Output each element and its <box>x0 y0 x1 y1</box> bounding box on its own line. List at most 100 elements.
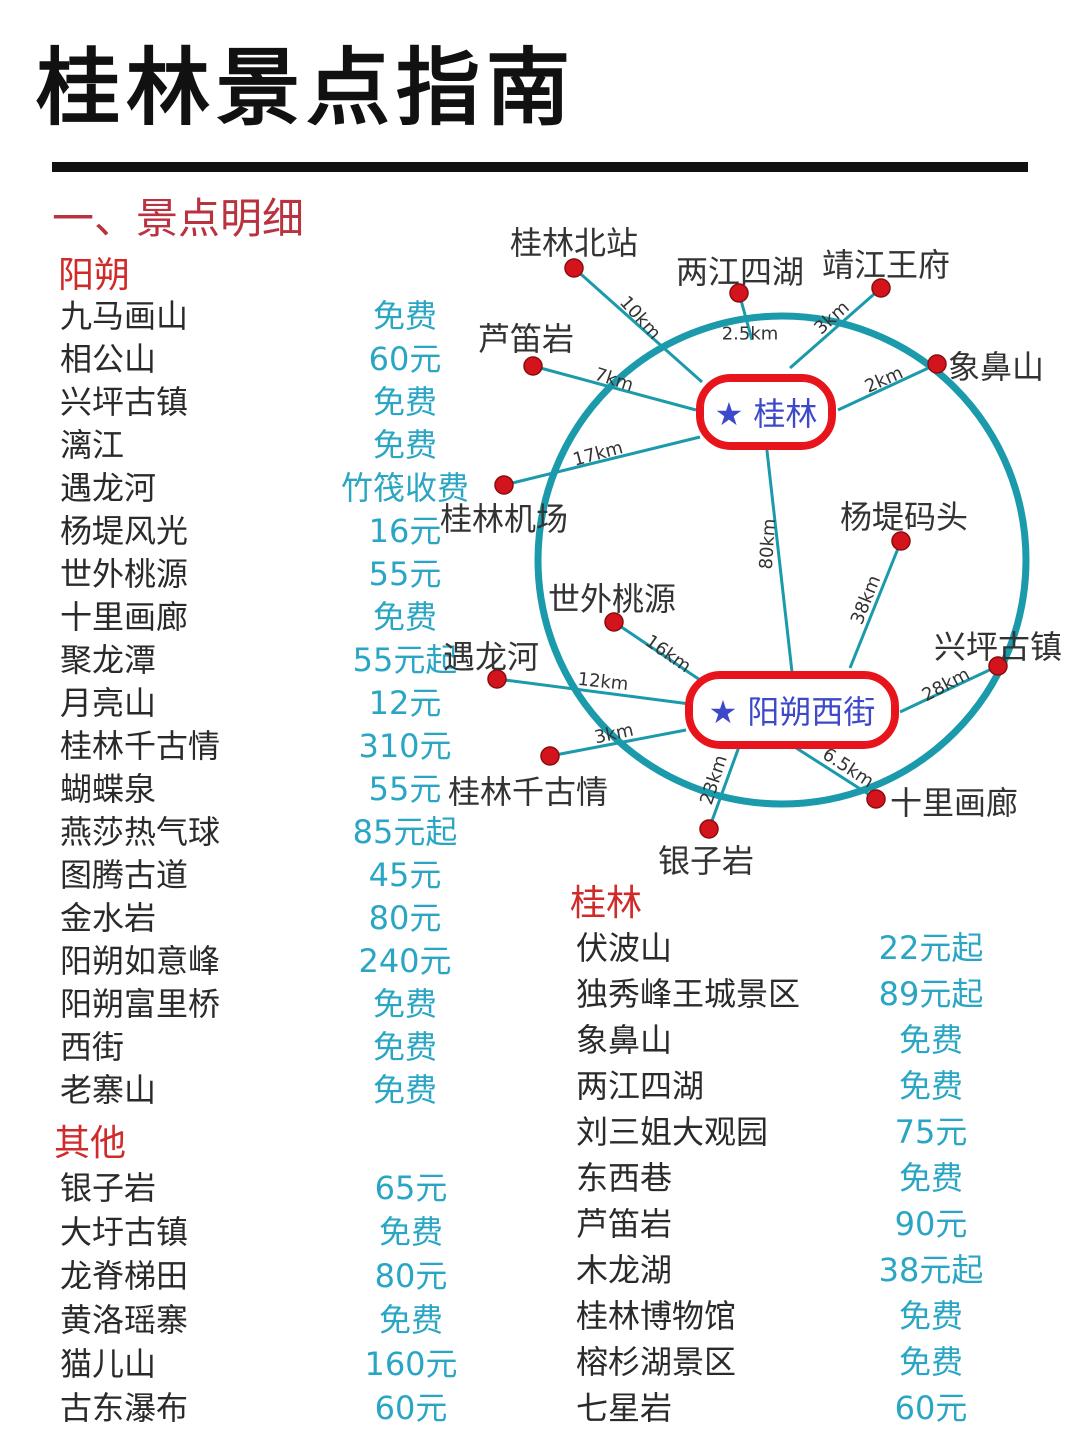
attraction-name: 世外桃源 <box>60 555 189 593</box>
route-edge <box>532 364 697 412</box>
attraction-name: 杨堤风光 <box>60 512 189 550</box>
attraction-price: 免费 <box>378 1301 443 1339</box>
section-title: 一、景点明细 <box>52 194 305 243</box>
route-edge <box>573 266 703 384</box>
attraction-name: 猫儿山 <box>60 1345 157 1383</box>
location-pin-icon <box>729 283 749 303</box>
attraction-price: 65元 <box>374 1169 448 1207</box>
attraction-price: 免费 <box>372 1028 437 1066</box>
route-edge <box>837 362 938 412</box>
distance-label: 17km <box>571 437 626 470</box>
attraction-name: 月亮山 <box>60 684 157 722</box>
attraction-price: 竹筏收费 <box>340 469 469 507</box>
attraction-name: 七星岩 <box>576 1389 673 1427</box>
attraction-name: 图腾古道 <box>60 856 189 894</box>
place-label: 银子岩 <box>658 842 754 880</box>
attraction-price: 80元 <box>374 1257 448 1295</box>
attraction-name: 遇龙河 <box>60 469 157 507</box>
route-edge <box>549 728 687 758</box>
hub-yangshuo-west-street-inner-outline <box>691 677 893 743</box>
attraction-name: 九马画山 <box>60 297 189 335</box>
route-edge <box>707 743 742 830</box>
attraction-name: 龙脊梯田 <box>60 1257 189 1295</box>
attraction-name: 蝴蝶泉 <box>60 770 157 808</box>
location-pin-icon <box>927 354 947 374</box>
attraction-price: 60元 <box>894 1389 968 1427</box>
hub-guilin-outline <box>696 374 836 450</box>
place-label: 芦笛岩 <box>478 320 574 358</box>
distance-label: 10km <box>615 292 665 344</box>
distance-label: 2.5km <box>722 324 779 345</box>
attraction-name: 东西巷 <box>576 1159 673 1197</box>
attraction-price: 89元起 <box>878 975 984 1013</box>
title-divider <box>52 162 1028 172</box>
route-edge <box>899 664 999 714</box>
attraction-name: 刘三姐大观园 <box>576 1113 769 1151</box>
attraction-price: 免费 <box>372 598 437 636</box>
group-heading-guilin: 桂林 <box>570 883 643 924</box>
attraction-name: 金水岩 <box>60 899 157 937</box>
location-pin-icon <box>604 612 624 632</box>
distance-label: 28km <box>919 664 974 706</box>
attraction-name: 古东瀑布 <box>60 1389 189 1427</box>
location-pin-icon <box>494 475 514 495</box>
place-label: 兴坪古镇 <box>934 628 1062 666</box>
attraction-price: 75元 <box>894 1113 968 1151</box>
location-pin-icon <box>988 656 1008 676</box>
attraction-name: 榕杉湖景区 <box>576 1343 737 1381</box>
attraction-price: 免费 <box>898 1159 963 1197</box>
attraction-name: 阳朔富里桥 <box>60 985 221 1023</box>
attraction-name: 黄洛瑶寨 <box>60 1301 189 1339</box>
location-pin-icon <box>871 278 891 298</box>
attraction-price: 45元 <box>368 856 442 894</box>
place-label: 十里画廊 <box>890 784 1018 822</box>
attraction-price: 85元起 <box>352 813 458 851</box>
place-label: 桂林北站 <box>510 224 638 262</box>
place-label: 桂林千古情 <box>448 773 608 811</box>
place-label: 靖江王府 <box>822 246 950 284</box>
attraction-name: 伏波山 <box>576 929 673 967</box>
location-pin-icon <box>699 819 719 839</box>
route-edge <box>789 286 882 370</box>
place-label: 两江四湖 <box>676 253 804 291</box>
attraction-price: 60元 <box>374 1389 448 1427</box>
attraction-price: 免费 <box>898 1343 963 1381</box>
route-hubs: ★ 桂林★ 阳朔西街 <box>685 374 899 749</box>
attraction-name: 木龙湖 <box>576 1251 673 1289</box>
attraction-price: 160元 <box>364 1345 458 1383</box>
place-label: 遇龙河 <box>443 638 539 676</box>
attraction-price: 免费 <box>372 297 437 335</box>
route-edge <box>848 540 903 669</box>
route-pins <box>487 258 1008 839</box>
distance-label: 16km <box>641 631 695 677</box>
attraction-price: 90元 <box>894 1205 968 1243</box>
attraction-price: 55元起 <box>352 641 458 679</box>
attraction-price: 免费 <box>898 1021 963 1059</box>
route-edges <box>496 266 999 830</box>
location-pin-icon <box>540 746 560 766</box>
attraction-price: 免费 <box>372 985 437 1023</box>
hub-link-edge <box>764 441 794 673</box>
attraction-name: 聚龙潭 <box>60 641 157 679</box>
place-label: 桂林机场 <box>440 500 568 538</box>
place-label: 杨堤码头 <box>840 498 968 536</box>
attraction-price: 12元 <box>368 684 442 722</box>
attraction-name: 西街 <box>60 1028 125 1066</box>
distance-label: 38km <box>847 572 886 627</box>
hub-yangshuo-west-street-label: ★ 阳朔西街 <box>709 693 876 731</box>
route-ring <box>534 312 1030 808</box>
distance-label: 2km <box>862 362 907 397</box>
attraction-price: 免费 <box>898 1297 963 1335</box>
attraction-price: 80元 <box>368 899 442 937</box>
attraction-price: 免费 <box>372 1071 437 1109</box>
attraction-price: 免费 <box>898 1067 963 1105</box>
attraction-name: 兴坪古镇 <box>60 383 189 421</box>
route-edge <box>503 435 701 487</box>
attraction-price: 60元 <box>368 340 442 378</box>
hub-yangshuo-west-street-outline <box>685 671 899 749</box>
location-pin-icon <box>523 356 543 376</box>
attraction-price: 22元起 <box>878 929 984 967</box>
attraction-price: 240元 <box>358 942 452 980</box>
